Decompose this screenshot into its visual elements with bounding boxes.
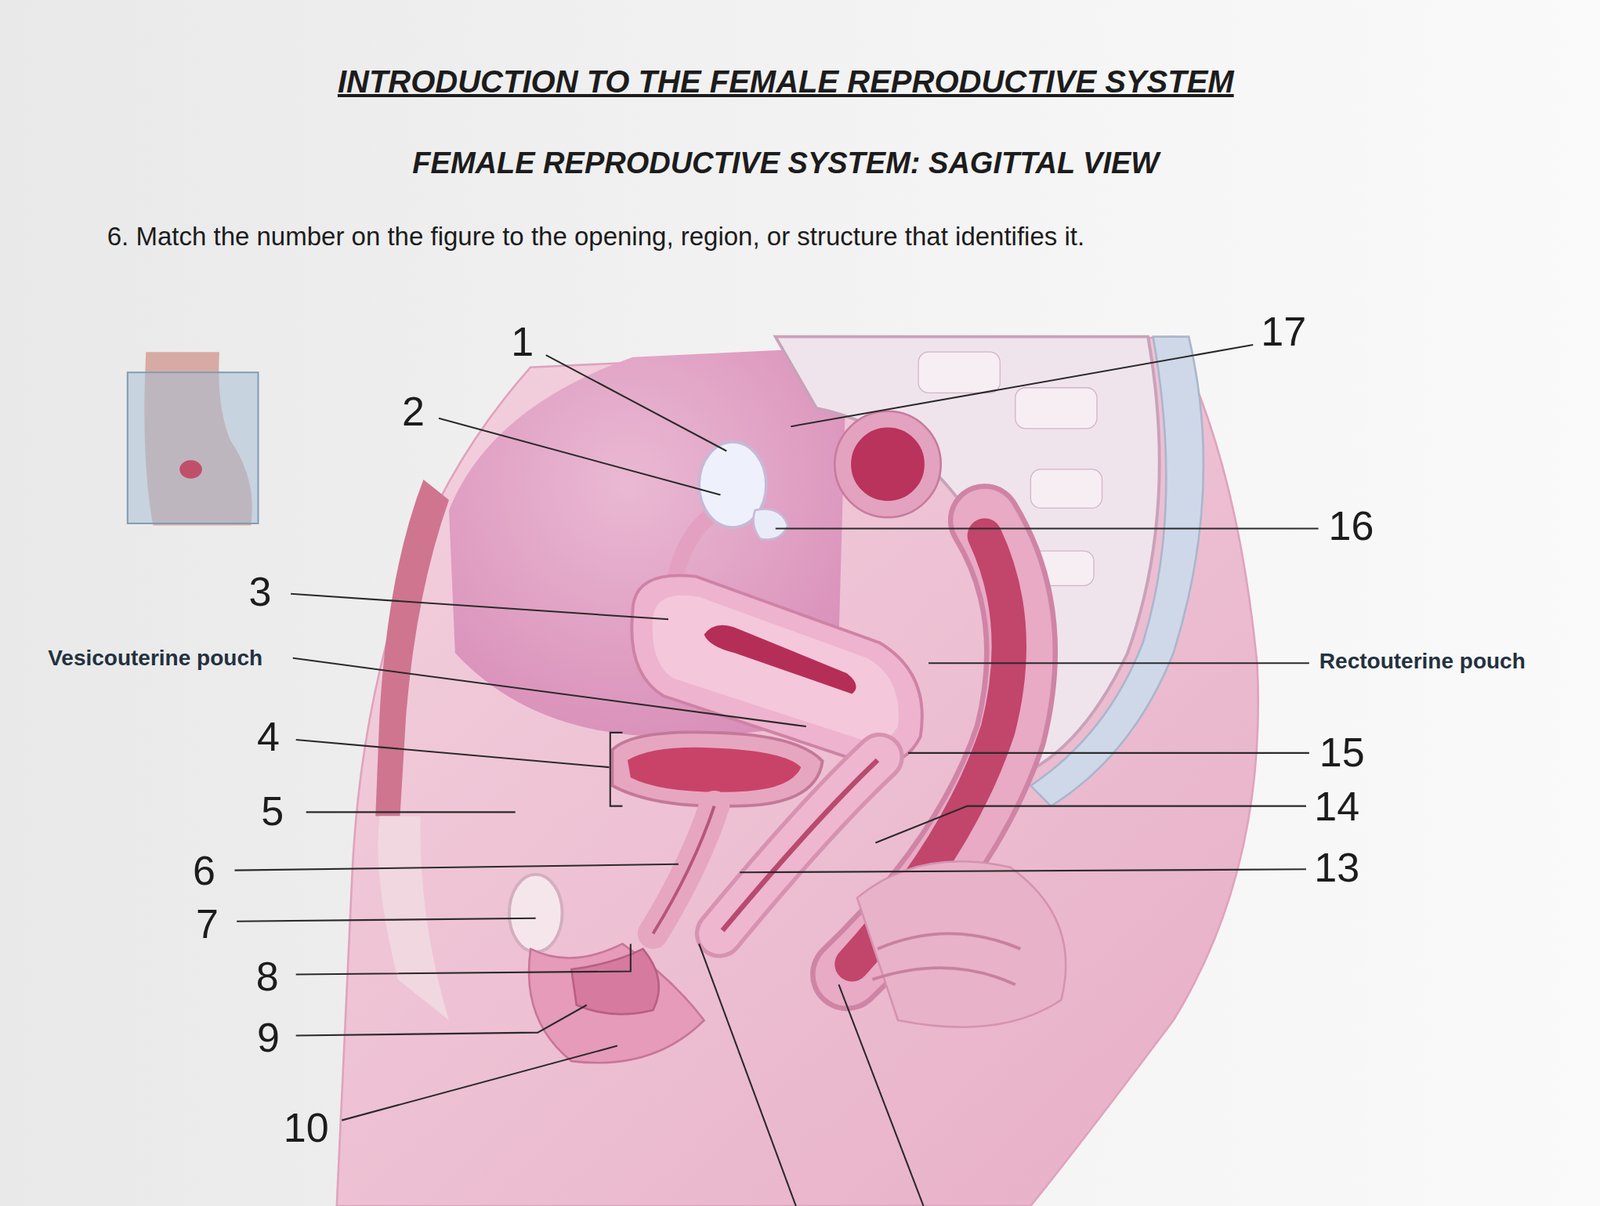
abdominal-wall <box>375 479 449 817</box>
callout-number: 14 <box>1314 785 1360 827</box>
callout-number: 15 <box>1319 731 1365 773</box>
callout-label: Vesicouterine pouch <box>47 645 263 671</box>
callout-number: 7 <box>195 903 219 945</box>
callout-number: 4 <box>257 716 280 757</box>
pubic-symphysis <box>509 874 563 953</box>
labia-majora <box>528 943 705 1063</box>
callout-number: 6 <box>192 850 216 891</box>
callout-number: 3 <box>249 571 272 612</box>
body-outline <box>336 336 1259 1206</box>
leader-lines <box>235 344 1319 1206</box>
vagina <box>719 756 880 934</box>
question-text: 6. Match the number on the figure to the… <box>107 221 1085 252</box>
callout-number: 5 <box>260 790 284 832</box>
callout-number: 1 <box>510 321 534 362</box>
callout-number: 8 <box>256 955 279 997</box>
subtitle: FEMALE REPRODUCTIVE SYSTEM: SAGITTAL VIE… <box>412 146 1159 181</box>
callout-number: 17 <box>1260 311 1307 352</box>
callout-number: 13 <box>1314 847 1360 888</box>
callout-number: 9 <box>257 1017 280 1058</box>
labia-minora <box>571 948 659 1014</box>
colon-loop <box>843 419 934 510</box>
callout-number: 16 <box>1328 505 1375 547</box>
inset-thumbnail <box>127 351 259 525</box>
callout-label: Rectouterine pouch <box>1319 648 1526 674</box>
callout-number: 10 <box>283 1107 330 1148</box>
title: INTRODUCTION TO THE FEMALE REPRODUCTIVE … <box>337 63 1235 100</box>
callout-number: 2 <box>401 390 425 432</box>
